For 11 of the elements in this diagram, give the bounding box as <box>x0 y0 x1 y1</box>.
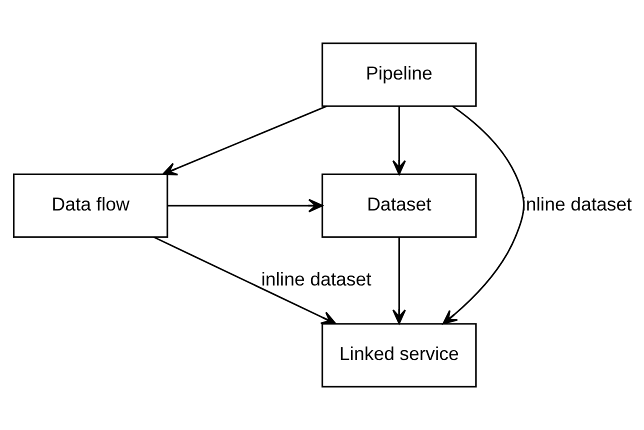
arrow <box>392 106 406 175</box>
node-box: Pipeline <box>322 42 477 107</box>
edge-label: inline dataset <box>261 268 372 290</box>
arrow <box>153 236 336 324</box>
arrow <box>392 237 406 324</box>
node-box: Dataset <box>322 173 477 238</box>
node-box: Linked service <box>322 323 477 388</box>
arrow <box>442 106 525 325</box>
arrow <box>168 198 324 212</box>
node-box: Data flow <box>12 173 168 238</box>
arrow <box>162 105 328 176</box>
